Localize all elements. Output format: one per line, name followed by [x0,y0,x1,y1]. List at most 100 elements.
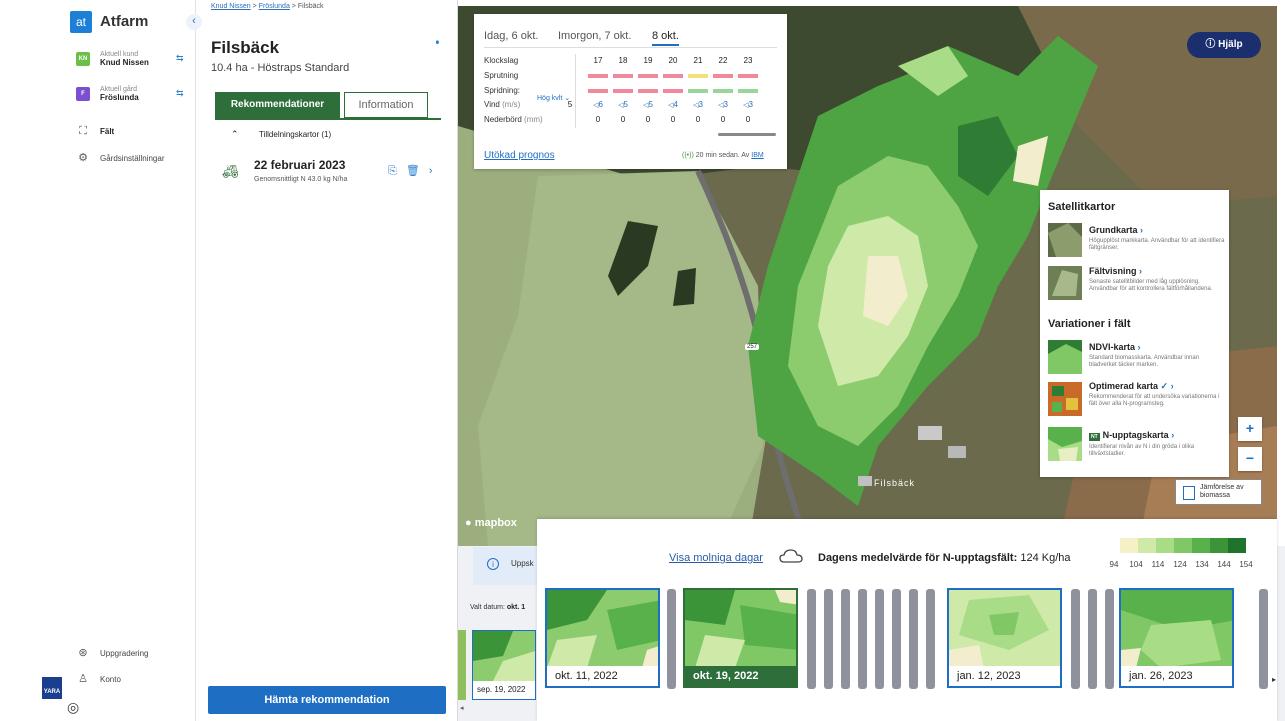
tab-information[interactable]: Information [344,92,428,118]
tractor-logo-icon: ◎ [67,699,80,715]
wind-direction-icon: ◁ [643,102,649,109]
cloudy-day-bar[interactable] [875,589,884,689]
legend-swatch [1120,538,1138,553]
nav-item-label: Gårdsinställningar [100,153,165,163]
chevron-right-icon: › [1137,342,1141,352]
switch-customer-icon[interactable]: ⇆ [176,53,184,63]
help-button[interactable]: ⓘ Hjälp [1187,32,1261,58]
selected-date: Valt datum: okt. 1 [470,604,525,611]
scroll-left-icon[interactable]: ◂ [460,705,464,712]
current-customer[interactable]: KN Aktuell kund Knud Nissen [76,51,149,67]
daily-average-value: 124 Kg/ha [1020,552,1071,564]
n-uptake-thumbnail[interactable] [1048,427,1082,461]
page-title: Filsbäck [211,38,280,57]
wind-speed: 5 [648,100,653,109]
layer-optimerad[interactable]: Optimerad karta ✓ › [1089,381,1174,392]
chevron-up-icon[interactable]: ⌃ [231,129,239,139]
legend-tick: 144 [1217,560,1231,569]
nav-item-uppgradering[interactable]: ⊛ Uppgradering [76,646,148,660]
wind-speed: 3 [723,100,728,109]
spraying-status-bar [638,74,658,78]
recommendation-date[interactable]: 22 februari 2023 [254,158,346,172]
more-options-icon[interactable]: ••• [431,40,442,42]
cloudy-day-bar[interactable] [892,589,901,689]
info-banner: i Uppsk [473,547,543,585]
provider-link[interactable]: IBM [751,152,764,159]
map-layers-panel: Satellitkartor Grundkarta › Högupplöst m… [1040,190,1229,477]
customer-avatar: KN [76,52,90,66]
date-card[interactable]: jan. 26, 2023 [1119,588,1234,688]
date-card[interactable]: okt. 19, 2022 [683,588,798,688]
show-cloudy-days-link[interactable]: Visa molniga dagar [669,552,763,564]
layer-title: NDVI-karta [1089,342,1136,352]
spreading-quality-select[interactable]: Hög kvlt ⌄ [537,94,570,103]
cloudy-day-bar[interactable] [926,589,935,689]
current-farm-name: Fröslunda [100,93,139,102]
layer-description: Standard biomasskarta. Användbar innan b… [1089,355,1200,368]
current-farm[interactable]: F Aktuell gård Fröslunda [76,86,139,102]
layer-faltvisning[interactable]: Fältvisning › [1089,266,1142,276]
cloudy-day-bar[interactable] [841,589,850,689]
layer-ndvi[interactable]: NDVI-karta › [1089,342,1141,352]
field-view-thumbnail[interactable] [1048,266,1082,300]
weather-scrollbar[interactable] [718,133,776,136]
date-card[interactable]: jan. 12, 2023 [947,588,1062,688]
wind-unit: (m/s) [502,100,521,109]
base-map-thumbnail[interactable] [1048,223,1082,257]
collapse-nav-button[interactable]: ‹ [186,14,202,30]
nav-item-gardsinstallningar[interactable]: ⚙ Gårdsinställningar [76,151,164,165]
cloudy-day-bar[interactable] [1088,589,1097,689]
legend-tick: 104 [1129,560,1143,569]
cloudy-day-bar[interactable] [1071,589,1080,689]
zoom-in-button[interactable]: + [1238,417,1262,441]
compare-biomass-button[interactable]: Jämförelse av biomassa [1175,479,1262,505]
legend-swatch [1174,538,1192,553]
hour-label: 18 [618,56,628,65]
legend-tick: 94 [1109,560,1119,569]
cloudy-day-bar[interactable] [909,589,918,689]
info-text: Uppsk [511,559,534,568]
timeline-scrollbar[interactable]: ◂ [458,704,1285,716]
weather-tab-today[interactable]: Idag, 6 okt. [484,30,539,42]
hour-label: 21 [693,56,703,65]
cloudy-day-bar[interactable] [1259,589,1268,689]
optimized-thumbnail[interactable] [1048,382,1082,416]
tab-rekommendationer[interactable]: Rekommendationer [215,92,340,118]
nav-item-falt[interactable]: ⛶ Fält [76,124,114,138]
breadcrumb-farm[interactable]: Fröslunda [258,3,290,10]
date-card[interactable]: okt. 11, 2022 [545,588,660,688]
ndvi-thumbnail[interactable] [1048,340,1082,374]
current-farm-label: Aktuell gård [100,86,137,93]
weather-tab-day-after[interactable]: 8 okt. [652,30,679,46]
export-icon[interactable]: ⎘ [388,165,397,177]
scroll-right-icon[interactable]: ▸ [1272,675,1277,684]
section-header[interactable]: Tilldelningskartor (1) [259,130,332,139]
switch-farm-icon[interactable]: ⇆ [176,88,184,98]
chevron-right-icon: › [1171,430,1175,440]
spraying-status-bar [613,74,633,78]
cloudy-day-bar[interactable] [1105,589,1114,689]
legend-tick: 114 [1151,560,1165,569]
legend-tick: 154 [1239,560,1253,569]
get-recommendation-button[interactable]: Hämta rekommendation [208,686,446,714]
cloudy-day-bar[interactable] [807,589,816,689]
timeline-thumbnail[interactable] [458,630,466,700]
nav-item-konto[interactable]: ♙ Konto [76,672,121,686]
cloudy-day-bar[interactable] [824,589,833,689]
breadcrumb-customer[interactable]: Knud Nissen [211,3,251,10]
weather-tab-tomorrow[interactable]: Imorgon, 7 okt. [558,30,632,42]
compare-icon [1183,486,1195,500]
cloudy-day-bar[interactable] [667,589,676,689]
row-label-time: Klockslag [484,56,519,65]
hour-label: 22 [718,56,728,65]
zoom-out-button[interactable]: − [1238,447,1262,471]
layer-grundkarta[interactable]: Grundkarta › [1089,225,1143,235]
chevron-right-icon[interactable]: › [428,165,433,177]
cloudy-day-bar[interactable] [858,589,867,689]
signal-icon: ((•)) [682,152,694,159]
trash-icon[interactable]: 🗑︎ [405,165,420,177]
weather-updated: ((•)) 20 min sedan. Av IBM [682,152,764,159]
timeline-thumbnail[interactable]: sep. 19, 2022 [472,630,536,700]
extended-forecast-link[interactable]: Utökad prognos [484,150,555,161]
